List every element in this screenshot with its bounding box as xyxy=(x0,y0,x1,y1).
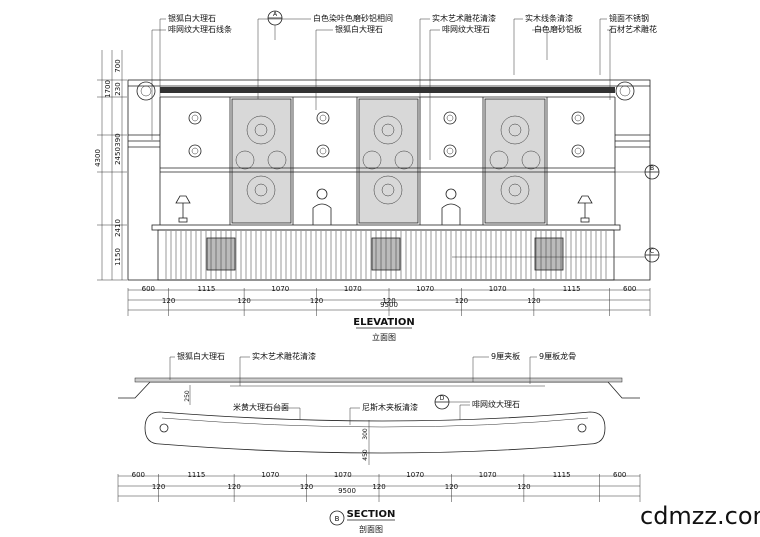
column-left xyxy=(159,423,169,433)
section-wall-band xyxy=(134,377,623,383)
section-title-marker: B xyxy=(329,510,345,526)
callout-section-7: 啡网纹大理石 xyxy=(472,399,520,409)
callout-elev-center-1: 实木艺术雕花清漆 xyxy=(432,13,496,23)
lamp-right xyxy=(577,195,593,223)
sect-gap-dim-5: 120 xyxy=(517,483,530,491)
elevation: 银狐白大理石 啡网纹大理石线条 白色染咔色磨砂铝相间 银狐白大理石 实木艺术雕花… xyxy=(94,10,660,342)
sect-dim-3: 1070 xyxy=(334,471,352,479)
dim-left-1700: 1700 xyxy=(104,80,112,98)
dim-left-700: 700 xyxy=(114,59,122,72)
sect-dim-4: 1070 xyxy=(406,471,424,479)
lamp-left xyxy=(175,195,191,223)
elev-dim-2: 1070 xyxy=(271,285,289,293)
frieze-band xyxy=(160,87,615,93)
elev-gap-dim-1: 120 xyxy=(237,297,250,305)
elevation-total-dim: 9500 xyxy=(380,301,398,309)
callout-elev-center-2: 啡网纹大理石 xyxy=(442,24,490,34)
sect-dim-6: 1115 xyxy=(553,471,571,479)
elevation-subtitle: 立面图 xyxy=(372,332,396,342)
callout-section-2: 实木艺术雕花清漆 xyxy=(252,351,316,361)
sect-gap-dim-4: 120 xyxy=(445,483,458,491)
section-subtitle: 剖面图 xyxy=(359,524,383,534)
clocks xyxy=(188,111,585,158)
elev-dim-7: 600 xyxy=(623,285,636,293)
callout-elev-mid-1: 白色染咔色磨砂铝相间 xyxy=(313,13,393,23)
elevation-title: ELEVATION xyxy=(353,317,414,328)
callout-elev-mid-2: 银狐白大理石 xyxy=(335,24,383,34)
callout-elev-right-1: 实木线条清漆 xyxy=(525,13,573,23)
sect-gap-dim-2: 120 xyxy=(300,483,313,491)
callout-elev-right-2: 白色磨砂铝板 xyxy=(534,24,582,34)
sect-dim-1: 1115 xyxy=(187,471,205,479)
rosette-left xyxy=(136,81,156,101)
dim-left-390: 390 xyxy=(114,133,122,146)
section-marker-d: D xyxy=(434,394,470,410)
figure-left xyxy=(312,188,332,225)
dim-left-230: 230 xyxy=(114,82,122,95)
elev-dim-4: 1070 xyxy=(416,285,434,293)
section-marker-c: C xyxy=(452,247,660,263)
elev-gap-dim-4: 120 xyxy=(455,297,468,305)
carved-panel-1 xyxy=(231,98,292,224)
dim-section-250: 250 xyxy=(184,390,191,402)
callout-elev-left-2: 啡网纹大理石线条 xyxy=(168,24,232,34)
section-total-dim: 9500 xyxy=(338,487,356,495)
callout-elev-far-2: 石材艺术雕花 xyxy=(609,24,657,34)
svg-text:D: D xyxy=(440,395,445,402)
section: 250 300 450 银狐白大理石 实木艺术雕花清漆 9厘夹板 9厘板龙骨 米… xyxy=(117,351,641,534)
elev-gap-dim-2: 120 xyxy=(310,297,323,305)
section-marker-a: A xyxy=(267,10,283,40)
dim-section-300: 300 xyxy=(362,428,369,440)
column-right xyxy=(577,423,587,433)
sect-gap-dim-1: 120 xyxy=(227,483,240,491)
sect-gap-dim-3: 120 xyxy=(372,483,385,491)
svg-text:A: A xyxy=(273,11,278,18)
sect-gap-dim-0: 120 xyxy=(152,483,165,491)
elev-gap-dim-5: 120 xyxy=(527,297,540,305)
dim-left-1150: 1150 xyxy=(114,248,122,266)
elev-gap-dim-3: 120 xyxy=(382,297,395,305)
sect-dim-5: 1070 xyxy=(479,471,497,479)
leader-lines xyxy=(151,18,611,160)
elev-dim-1: 1115 xyxy=(197,285,215,293)
section-bottom-dimensions: 600 1115 1070 1070 1070 1070 1115 600 120 120 120 1… xyxy=(117,471,641,502)
counter-inlay-3 xyxy=(534,237,564,271)
svg-text:B: B xyxy=(650,165,654,172)
sect-dim-7: 600 xyxy=(613,471,626,479)
elevation-bottom-dimensions: 600 1115 1070 1070 1070 1070 1115 600 120 120 120 1… xyxy=(127,285,651,316)
reception-counter xyxy=(151,224,621,281)
section-marker-b: B xyxy=(615,164,660,180)
elev-dim-5: 1070 xyxy=(489,285,507,293)
svg-text:B: B xyxy=(335,515,340,523)
callout-section-3: 9厘夹板 xyxy=(491,351,520,361)
section-counter xyxy=(144,411,606,454)
dim-section-450: 450 xyxy=(362,449,369,461)
callout-section-6: 尼斯木夹板清漆 xyxy=(362,402,418,412)
callout-elev-left-1: 银狐白大理石 xyxy=(168,13,216,23)
elev-gap-dim-0: 120 xyxy=(162,297,175,305)
callout-section-1: 银狐白大理石 xyxy=(177,351,225,361)
carved-panel-2 xyxy=(358,98,419,224)
sect-dim-2: 1070 xyxy=(261,471,279,479)
left-dimensions: 700 230 1700 390 2450 4300 2410 1150 xyxy=(94,50,127,281)
callout-section-4: 9厘板龙骨 xyxy=(539,351,576,361)
svg-text:C: C xyxy=(650,248,654,255)
elev-dim-6: 1115 xyxy=(563,285,581,293)
section-title: SECTION xyxy=(347,509,396,520)
callout-elev-far-1: 镜面不锈钢 xyxy=(609,13,649,23)
callout-section-5: 米黄大理石台面 xyxy=(233,402,289,412)
dim-left-2450: 2450 xyxy=(114,147,122,165)
elev-dim-0: 600 xyxy=(142,285,155,293)
dim-left-2410: 2410 xyxy=(114,219,122,237)
watermark: cdmzz.com xyxy=(640,502,760,530)
dim-left-4300: 4300 xyxy=(94,149,102,167)
elev-dim-3: 1070 xyxy=(344,285,362,293)
sect-dim-0: 600 xyxy=(132,471,145,479)
rosette-right xyxy=(615,81,635,101)
figure-right xyxy=(441,188,461,225)
carved-panel-3 xyxy=(484,98,546,224)
